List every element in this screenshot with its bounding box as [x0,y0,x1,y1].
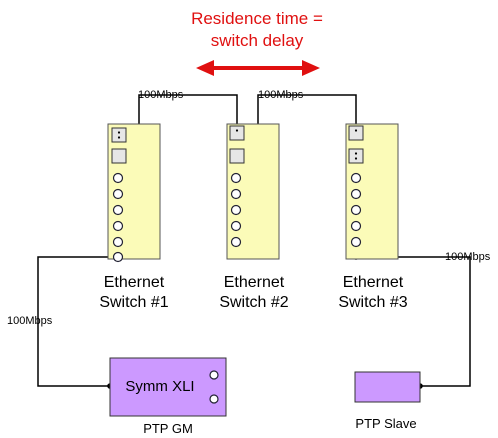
ethernet-ports [350,172,362,248]
switch-3-label-line-2: Switch #3 [338,294,407,311]
ethernet-port-icon [112,220,124,232]
ethernet-port-icon [350,220,362,232]
grandmaster-caption: PTP GM [143,421,193,436]
ethernet-port-icon [350,172,362,184]
ethernet-port-icon [350,236,362,248]
ethernet-switch-3: Ethernet Switch #3 [338,123,408,311]
switch-3-label-line-1: Ethernet [343,274,404,291]
ethernet-port-icon [112,188,124,200]
console-port-icon [111,148,127,164]
ptp-slave: PTP Slave [354,371,421,431]
title-line-2: switch delay [211,31,304,50]
ptp-grandmaster: Symm XLI PTP GM [109,357,227,436]
console-port-icon [348,125,364,141]
link-gm-switch1 [37,256,110,387]
console-port-icon [229,125,245,141]
ethernet-port-icon [230,188,242,200]
link-switch3-slave [356,256,471,387]
grandmaster-label: Symm XLI [125,378,194,395]
ethernet-port-icon [112,251,124,263]
link-label-gm-switch1: 100Mbps [7,315,53,327]
slave-caption: PTP Slave [355,416,416,431]
ethernet-port-icon [112,236,124,248]
ethernet-port-icon [230,204,242,216]
switch-2-label-line-2: Switch #2 [219,294,288,311]
switch-1-label-line-1: Ethernet [104,274,165,291]
ethernet-port-icon [209,394,219,404]
switch-1-label-line-2: Switch #1 [99,294,168,311]
ethernet-switch-1: Ethernet Switch #1 [99,123,169,311]
ethernet-port-icon [230,236,242,248]
console-port-icon [348,148,364,164]
link-label-switch3-slave: 100Mbps [445,251,491,263]
ethernet-port-icon [230,172,242,184]
ethernet-port-icon [209,370,219,380]
title-line-1: Residence time = [191,9,323,28]
ethernet-ports [112,172,124,263]
link-label-switch1-switch2: 100Mbps [138,89,184,101]
ethernet-port-icon [350,188,362,200]
console-port-icon [111,127,127,143]
double-arrow-icon [196,60,320,76]
ethernet-switch-2: Ethernet Switch #2 [219,123,289,311]
ethernet-port-icon [112,172,124,184]
switch-2-label-line-1: Ethernet [224,274,285,291]
ethernet-port-icon [230,220,242,232]
ethernet-port-icon [112,204,124,216]
console-port-icon [229,148,245,164]
link-label-switch2-switch3: 100Mbps [258,89,304,101]
ethernet-port-icon [350,204,362,216]
ethernet-ports [230,172,242,248]
